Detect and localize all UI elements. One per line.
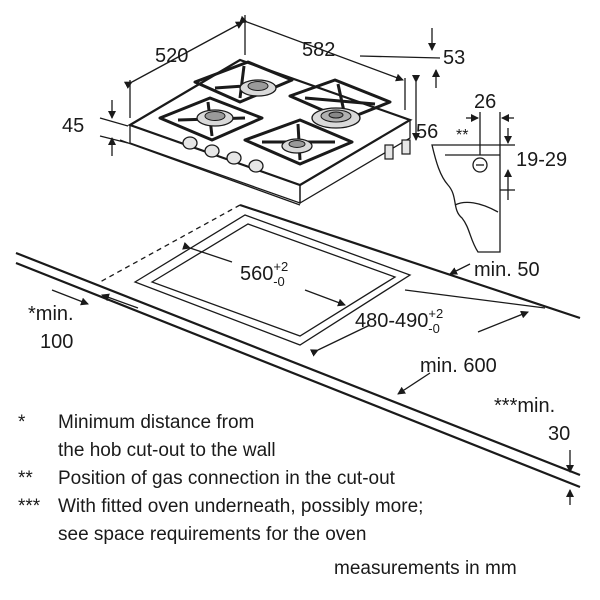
label-min-back: min. 50 — [474, 259, 540, 281]
label-connection-marker: ** — [456, 127, 468, 144]
footnotes: * Minimum distance from the hob cut-out … — [18, 412, 517, 579]
units-note: measurements in mm — [334, 558, 517, 579]
note-marker-2: ** — [18, 468, 33, 489]
hob-side-edge — [299, 118, 411, 205]
label-hob-width: 582 — [302, 39, 335, 61]
dim-line-520 — [123, 21, 244, 89]
gas-connection-pipes — [384, 139, 411, 160]
label-connection-offset: 26 — [474, 91, 496, 113]
label-hob-height: 45 — [62, 115, 84, 137]
hob-cutout — [133, 214, 412, 346]
label-cutout-depth: 480-490+2-0 — [355, 306, 443, 336]
label-min-wall-value: 100 — [40, 331, 73, 353]
pan-support-back-left — [193, 60, 294, 104]
note-text-3b: see space requirements for the oven — [58, 524, 366, 545]
label-min-front: min. 600 — [420, 355, 497, 377]
burner-front-left — [196, 109, 234, 127]
hob-dimensions — [99, 15, 441, 156]
note-text-2: Position of gas connection in the cut-ou… — [58, 468, 396, 489]
label-min-oven-value: 30 — [548, 423, 570, 445]
label-cutout-width: 560+2-0 — [240, 259, 288, 289]
note-text-3: With fitted oven underneath, possibly mo… — [58, 496, 423, 517]
hob-cutout-inner — [150, 223, 397, 337]
dim-line-582 — [239, 15, 404, 82]
label-top-depth: 53 — [443, 47, 465, 69]
note-marker-3: *** — [18, 496, 41, 517]
hob-front-edge — [129, 124, 301, 204]
label-hob-depth: 520 — [155, 45, 188, 67]
worktop-section — [431, 144, 501, 253]
worktop-drawing — [15, 203, 581, 489]
label-min-oven: ***min. — [494, 395, 555, 417]
worktop-front-edge-top — [15, 251, 581, 477]
label-connection-depth: 56 — [416, 121, 438, 143]
worktop-front-edge-bottom — [15, 261, 581, 489]
note-text-1: Minimum distance from — [58, 412, 254, 433]
cutout-dimensions — [51, 241, 574, 505]
burner-front-right — [281, 138, 313, 154]
burner-back-left — [239, 79, 277, 97]
label-worktop-thickness: 19-29 — [516, 149, 567, 171]
control-knobs — [182, 136, 264, 173]
hob-drawing — [119, 58, 413, 206]
burner-back-right — [311, 107, 361, 129]
connection-detail — [431, 112, 515, 253]
worktop-back-edge — [239, 203, 581, 320]
hob-underside-line — [119, 139, 301, 206]
note-text-1b: the hob cut-out to the wall — [58, 440, 276, 461]
note-marker-1: * — [18, 412, 26, 433]
dimension-labels: 520 582 53 45 26 56 ** 19-29 560+2-0 480… — [28, 39, 570, 445]
label-min-wall: *min. — [28, 303, 74, 325]
